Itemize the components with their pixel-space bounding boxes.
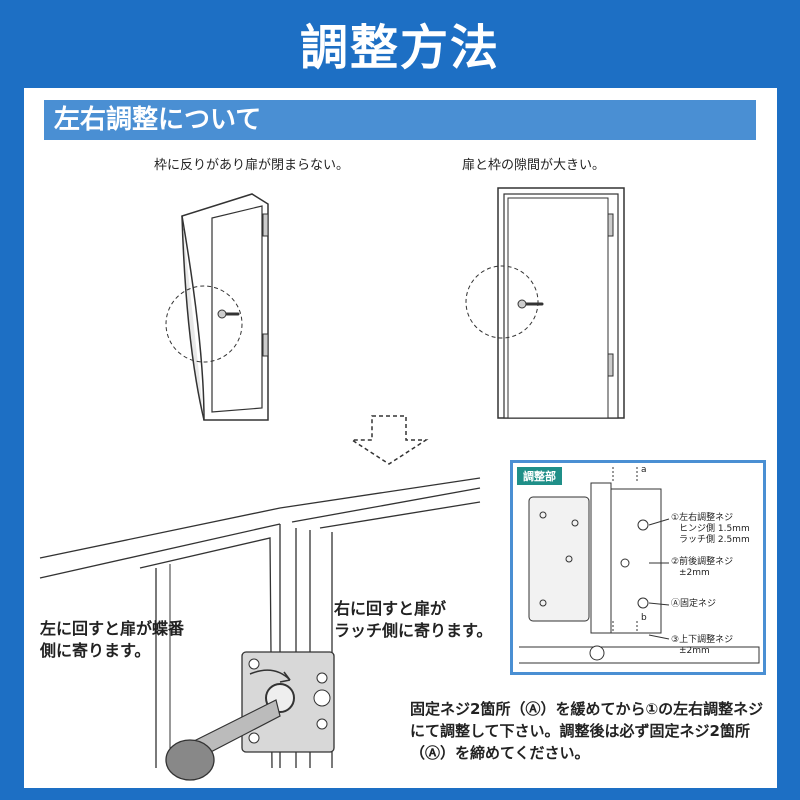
inset-item3-value: ±2mm [679, 646, 710, 656]
left-rotation-line2: 側に寄ります。 [40, 641, 151, 660]
inset-label-b: b [641, 613, 647, 623]
inset-item2: ②前後調整ネジ [671, 557, 734, 567]
right-rotation-note: 右に回すと扉が ラッチ側に寄ります。 [334, 598, 492, 642]
left-rotation-note: 左に回すと扉が蝶番 側に寄ります。 [40, 618, 184, 662]
gap-door-illustration [465, 187, 625, 419]
right-rotation-line1: 右に回すと扉が [334, 599, 447, 618]
inset-itemA: Ⓐ固定ネジ [671, 599, 717, 609]
inset-item3: ③上下調整ネジ [671, 635, 734, 645]
instructions-line1: 固定ネジ2箇所（Ⓐ）を緩めてから①の左右調整ネジ [410, 700, 764, 718]
inset-item2-value: ±2mm [679, 568, 710, 578]
caption-gap-large: 扉と枠の隙間が大きい。 [462, 158, 606, 173]
instructions: 固定ネジ2箇所（Ⓐ）を緩めてから①の左右調整ネジ にて調整して下さい。調整後は必… [410, 698, 770, 764]
warped-door-illustration [165, 193, 269, 421]
inset-label-a: a [641, 465, 647, 475]
instructions-line3: （Ⓐ）を締めてください。 [410, 744, 590, 762]
inset-item1-latch: ラッチ側 2.5mm [679, 535, 750, 545]
page-title: 調整方法 [299, 20, 500, 76]
hinge-adjustment-illustration [39, 477, 481, 781]
down-arrow-icon [349, 415, 429, 465]
right-rotation-line2: ラッチ側に寄ります。 [334, 621, 493, 640]
inset-item1-title: ①左右調整ネジ [671, 513, 734, 523]
inset-item1-hinge: ヒンジ側 1.5mm [679, 524, 750, 534]
adjustment-inset: 調整部 a b ①左右調整ネジ ヒンジ側 1.5mm [510, 460, 766, 675]
inset-title: 調整部 [517, 467, 562, 485]
hinge-diagram [519, 467, 760, 664]
content-panel: 左右調整について 枠に反りがあり扉が閉まらない。 扉と枠の隙間が大きい。 [24, 88, 777, 788]
left-rotation-line1: 左に回すと扉が蝶番 [40, 619, 185, 638]
instructions-line2: にて調整して下さい。調整後は必ず固定ネジ2箇所 [410, 722, 750, 740]
caption-frame-warp: 枠に反りがあり扉が閉まらない。 [154, 158, 350, 173]
section-heading: 左右調整について [44, 100, 756, 140]
